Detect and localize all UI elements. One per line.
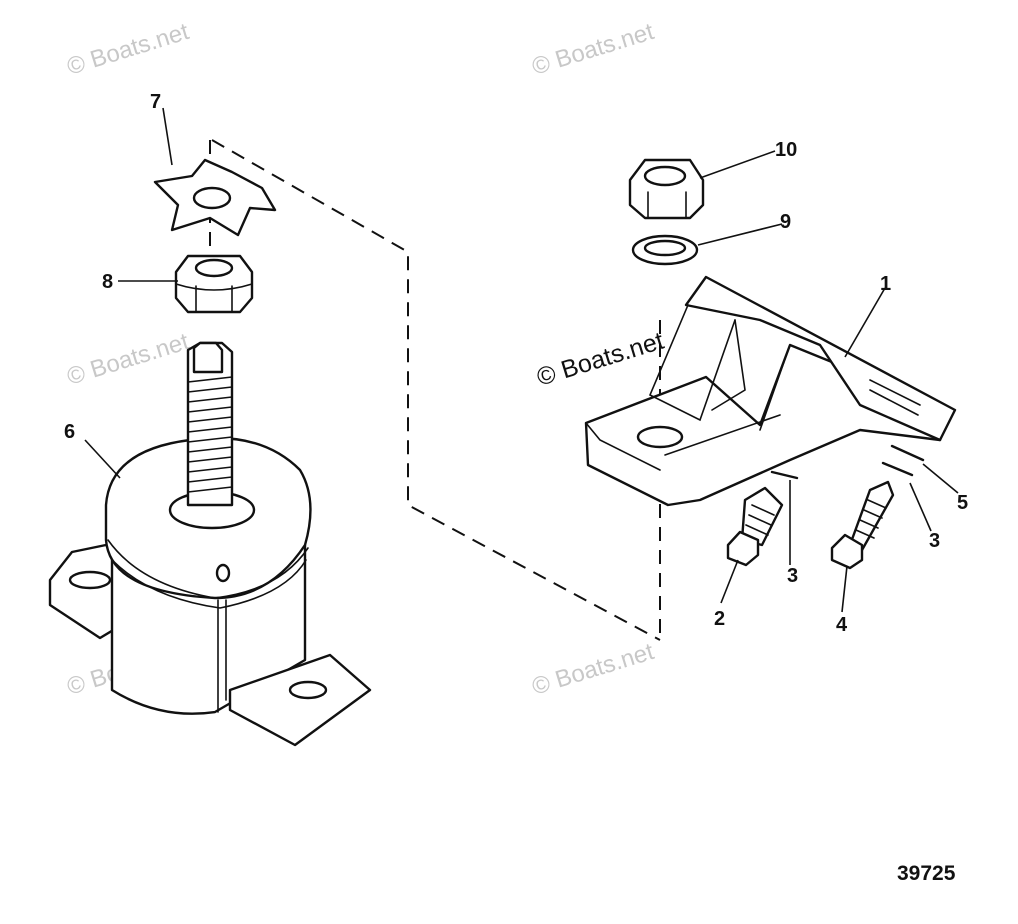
callout-3-right: 3: [929, 530, 940, 552]
part-5-shim: [890, 444, 925, 462]
watermark: © Boats.net: [529, 18, 657, 81]
part-10-hex-nut: [628, 158, 705, 220]
callout-2: 2: [714, 608, 725, 630]
watermark: © Boats.net: [534, 327, 668, 392]
callout-labels: 1 2 3 3 4 5 6 7 8 9 10: [64, 91, 968, 636]
callout-3-left: 3: [787, 565, 798, 587]
callout-10: 10: [775, 139, 797, 161]
watermark: © Boats.net: [64, 18, 192, 81]
callout-9: 9: [780, 211, 791, 233]
callout-4: 4: [836, 614, 848, 636]
leader-lines: [84, 107, 959, 613]
callout-6: 6: [64, 421, 75, 443]
figure-number: 39725: [897, 862, 956, 885]
small-shims: [770, 444, 925, 480]
part-3-shim: [881, 461, 914, 477]
part-9-washer: [631, 234, 699, 266]
callout-1: 1: [880, 273, 891, 295]
callout-7: 7: [150, 91, 161, 113]
part-6-engine-mount: [48, 341, 372, 747]
part-2-bolt: [726, 486, 784, 567]
callout-5: 5: [957, 492, 968, 514]
part-3-shim: [770, 470, 799, 480]
watermark: © Boats.net: [64, 328, 192, 391]
part-8-hex-nut: [174, 254, 254, 314]
part-4-bolt: [830, 480, 895, 570]
part-1-bracket: [584, 275, 957, 507]
watermark: © Boats.net: [529, 638, 657, 701]
part-7-tab-washer: [153, 158, 277, 237]
callout-8: 8: [102, 271, 113, 293]
